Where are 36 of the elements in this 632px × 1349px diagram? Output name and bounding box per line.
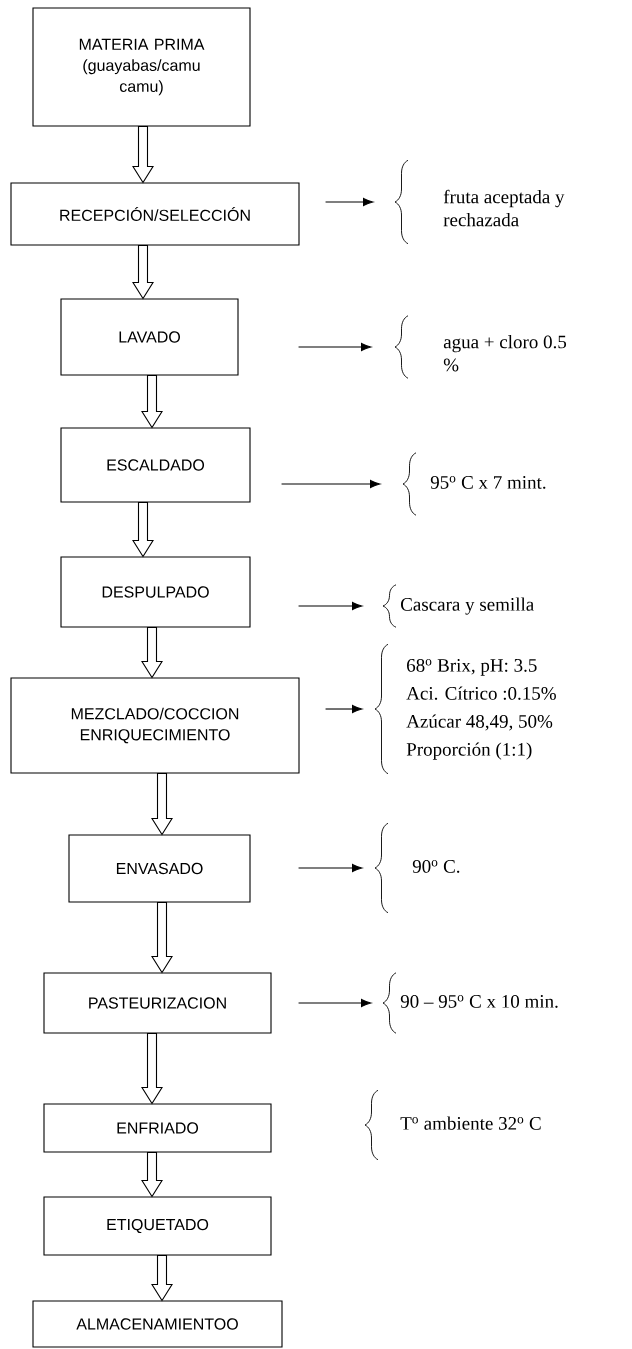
process-box: MATERIA PRIMA (guayabas/camu camu)	[32, 7, 251, 127]
brace-note: 95$^{o}$ C x 7 mint.	[402, 452, 546, 516]
process-box: PASTEURIZACION	[43, 972, 272, 1034]
brace-note: T$^{o}$ ambiente 32$^{o}$ C	[364, 1089, 541, 1161]
hollow-arrow	[132, 245, 154, 300]
process-box: ESCALDADO	[60, 427, 251, 503]
arrow	[325, 704, 363, 714]
hollow-arrow	[141, 1152, 163, 1198]
arrow	[298, 601, 363, 611]
process-box: ENVASADO	[68, 834, 251, 903]
process-box: LAVADO	[60, 298, 239, 376]
hollow-arrow	[132, 126, 154, 184]
process-box: ETIQUETADO	[43, 1196, 272, 1256]
arrow	[298, 342, 372, 352]
hollow-arrow	[151, 773, 173, 836]
arrow	[298, 863, 363, 873]
hollow-arrow	[151, 902, 173, 974]
hollow-arrow	[141, 375, 163, 429]
brace-note: 90 – 95$^{o}$ C x 10 min.	[382, 972, 558, 1034]
brace-note: agua + cloro 0.5 %	[394, 315, 567, 379]
process-box: MEZCLADO/COCCION ENRIQUECIMIENTO	[10, 677, 300, 774]
process-box: ENFRIADO	[43, 1103, 272, 1153]
brace-note: 90$^{o}$ C.	[374, 822, 460, 914]
hollow-arrow	[141, 627, 163, 679]
arrow	[298, 998, 372, 1008]
hollow-arrow	[141, 1033, 163, 1105]
hollow-arrow	[132, 502, 154, 558]
process-box: RECEPCIÓN/SELECCIÓN	[10, 182, 300, 246]
brace-note: fruta aceptada y rechazada	[394, 159, 565, 245]
brace-note: Cascara y semilla	[382, 584, 534, 628]
arrow	[281, 479, 381, 489]
process-box: ALMACENAMIENTOO	[32, 1300, 283, 1348]
process-box: DESPULPADO	[60, 556, 251, 628]
hollow-arrow	[151, 1255, 173, 1302]
arrow	[325, 197, 374, 207]
brace-note: 68$^{o}$ Brix, pH: 3.5 Aci. Cítrico :0.15% Azúcar 48,49, 50% Proporción (1:1)	[374, 643, 556, 775]
